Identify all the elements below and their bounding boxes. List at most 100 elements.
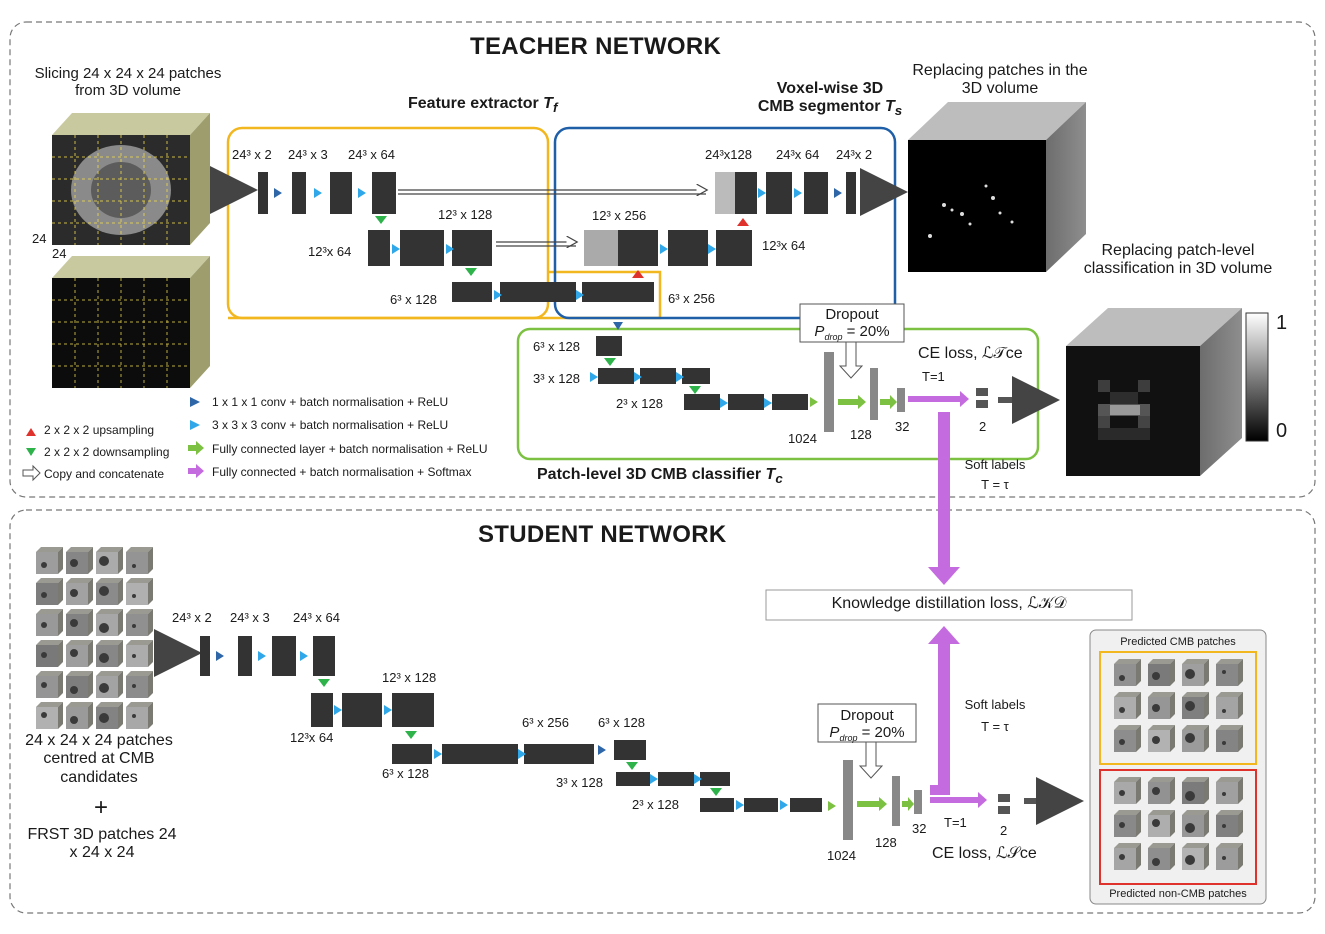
t-dec-label-4: 12³x 64 [762,238,806,253]
t-dec-label-0: 24³x128 [705,147,752,162]
s-soft-labels: Soft labels [964,697,1026,712]
t-enc-label-5: 6³ x 128 [390,292,437,307]
teacher-title: TEACHER NETWORK [470,33,722,60]
student-patch-cube [36,547,63,574]
pred-noncmb-cube [1182,777,1209,804]
s-label-11: 128 [875,835,897,850]
s-label-4: 12³x 64 [290,730,334,745]
slicing-caption: Slicing 24 x 24 x 24 patches from 3D vol… [34,65,222,100]
student-patch-cube [126,547,153,574]
student-patch-cube [36,640,63,667]
replacing-patches-caption: Replacing patches in the 3D volume [912,62,1088,98]
pred-noncmb-cube [1216,810,1243,837]
legend-downsampling: 2 x 2 x 2 downsampling [44,445,170,459]
t-cls-label-6: 2 [979,419,987,434]
s-label-5: 6³ x 128 [382,766,429,781]
frst-caption: FRST 3D patches 24 x 24 x 24 [27,826,177,862]
colorbar-max: 1 [1276,312,1288,334]
student-patch-cube [66,547,93,574]
student-conv-arrows [216,651,914,811]
t-dropout-label: Dropout [825,306,879,323]
pred-cmb-label: Predicted CMB patches [1120,636,1236,648]
student-patch-cube [96,609,123,636]
s-label-0: 24³ x 2 [172,610,212,625]
teacher-dropout-arrow [838,339,864,379]
student-title: STUDENT NETWORK [478,521,727,548]
classifier-label: Patch-level 3D CMB classifier Tc [537,466,783,487]
pred-cmb-cube [1182,725,1209,752]
pred-noncmb-cube [1216,777,1243,804]
student-soft-label-arrow [928,626,960,795]
t-dec-label-3: 12³ x 256 [592,208,647,223]
student-patches-caption: 24 x 24 x 24 patches centred at CMB cand… [25,732,173,786]
teacher-frame [9,21,1316,498]
teacher-dropout-box [799,303,905,343]
t-cls-label-2: 2³ x 128 [616,396,663,411]
t-enc-label-0: 24³ x 2 [232,147,272,162]
pred-cmb-cube [1216,659,1243,686]
student-patch-cube [96,671,123,698]
dim-label-a: 24 [32,231,47,246]
pred-cmb-cube [1114,725,1141,752]
teacher-conv-arrows [274,188,842,408]
student-patch-cube [96,640,123,667]
s-label-6: 6³ x 256 [522,715,569,730]
student-patch-cube [126,671,153,698]
teacher-seg-output-volume [908,102,1086,272]
student-patch-cube [66,671,93,698]
predicted-cmb-box [1099,651,1257,765]
pred-cmb-cube [1216,725,1243,752]
student-patch-cube [36,702,63,729]
legend-fc-relu: Fully connected layer + batch normalisat… [212,442,488,456]
student-patch-cube [126,640,153,667]
student-patch-cube [126,578,153,605]
student-patch-cube [126,702,153,729]
t-enc-label-1: 24³ x 3 [288,147,328,162]
teacher-input-volume-1 [52,113,210,245]
teacher-fc-arrows [810,391,969,409]
s-label-8: 3³ x 128 [556,775,603,790]
s-label-10: 1024 [827,848,856,863]
student-patch-cube [36,578,63,605]
s-t1: T=1 [944,815,967,830]
s-label-3: 12³ x 128 [382,670,437,685]
pred-noncmb-cube [1148,843,1175,870]
teacher-input-volume-2 [52,256,210,388]
teacher-soft-label-arrow [928,412,960,585]
s-label-9: 2³ x 128 [632,797,679,812]
predicted-patches [1114,659,1243,870]
feature-extractor-label: Feature extractor Tf [408,95,558,116]
segmentor-box [553,126,897,320]
pred-noncmb-cube [1114,843,1141,870]
t-t1: T=1 [922,369,945,384]
student-patch-cube [66,609,93,636]
student-patch-cube [66,640,93,667]
pred-cmb-cube [1114,692,1141,719]
legend-fc-softmax: Fully connected + batch normalisation + … [212,465,472,479]
pred-cmb-cube [1182,659,1209,686]
t-dec-label-1: 24³x 64 [776,147,820,162]
s-dropout-label: Dropout [840,707,894,724]
s-label-13: 2 [1000,823,1008,838]
t-enc-label-4: 12³x 64 [308,244,352,259]
s-label-1: 24³ x 3 [230,610,270,625]
pred-noncmb-cube [1182,810,1209,837]
student-patch-cube [36,671,63,698]
teacher-layer-blocks [258,172,988,432]
kd-loss-box [765,589,1133,621]
pred-cmb-cube [1182,692,1209,719]
pred-cmb-cube [1148,659,1175,686]
t-t-tau: T = τ [981,477,1009,492]
plus-sign: + [93,794,108,821]
colorbar-min: 0 [1276,420,1288,442]
student-patch-cube [96,702,123,729]
teacher-cls-output-volume [1066,308,1242,476]
student-frame [9,509,1316,914]
legend-conv1: 1 x 1 x 1 conv + batch normalisation + R… [212,395,449,409]
dim-label-b: 24 [52,246,67,261]
student-patch-cube [36,609,63,636]
t-enc-label-2: 24³ x 64 [348,147,395,162]
student-dropout-box [817,703,917,743]
pred-noncmb-label: Predicted non-CMB patches [1109,888,1247,900]
